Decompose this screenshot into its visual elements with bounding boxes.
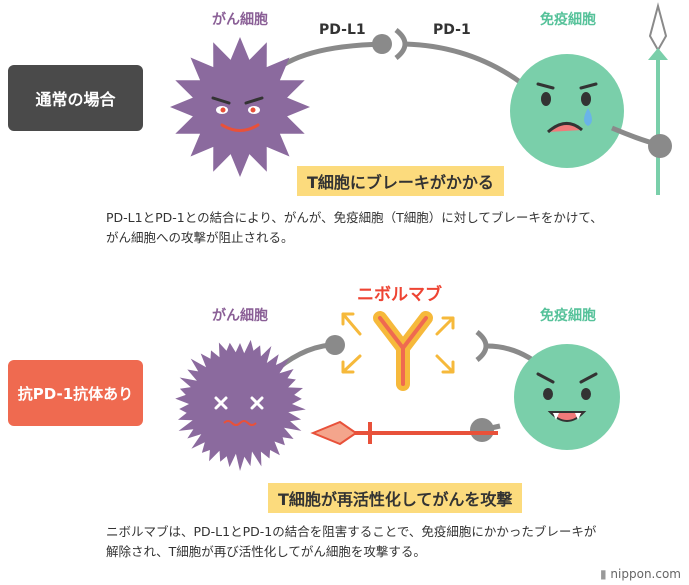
cancer-mouth-wavy	[223, 420, 257, 426]
top-description-line2: がん細胞への攻撃が阻止される。	[106, 230, 294, 245]
pd1-cup-bottom	[475, 330, 489, 362]
cancer-face-angry	[211, 96, 264, 132]
badge-normal-case: 通常の場合	[8, 65, 143, 131]
spear-top	[648, 2, 668, 195]
pdl1-ball-bottom	[325, 335, 345, 355]
cancer-cell-angry	[170, 37, 310, 177]
immune-cell-label: 免疫細胞	[540, 12, 596, 28]
reactivation-highlight: T細胞が再活性化してがんを攻撃	[268, 483, 523, 513]
pdl1-label: PD-L1	[319, 22, 366, 38]
cancer-face-defeated	[214, 396, 264, 410]
pd1-cup	[394, 28, 408, 60]
immune-hand	[648, 134, 672, 158]
bottom-description-line1: ニボルマブは、PD-L1とPD-1の結合を阻害することで、免疫細胞にかかったブレ…	[106, 524, 597, 539]
nivolumab-label: ニボルマブ	[357, 285, 442, 305]
bottom-description-line2: 解除され、T細胞が再び活性化してがん細胞を攻撃する。	[106, 544, 426, 559]
cancer-cell-label: がん細胞	[212, 12, 268, 28]
brand-logo: ▮ nippon.com	[600, 567, 681, 581]
brand-text: nippon.com	[610, 567, 681, 581]
cancer-cell-label-bottom: がん細胞	[212, 308, 268, 324]
top-description: PD-L1とPD-1との結合により、がんが、免疫細胞（T細胞）に対してブレーキを…	[106, 208, 681, 248]
pdl1-ball	[372, 34, 392, 54]
spear-bottom	[310, 420, 498, 446]
antibody	[373, 311, 433, 391]
immune-hand-bottom	[470, 418, 494, 442]
badge-anti-pd1: 抗PD-1抗体あり	[8, 360, 143, 426]
immune-cell-angry	[514, 344, 620, 450]
cancer-cell-defeated	[175, 339, 306, 471]
top-description-line1: PD-L1とPD-1との結合により、がんが、免疫細胞（T細胞）に対してブレーキを…	[106, 210, 603, 225]
immune-cell-sad	[510, 54, 624, 168]
pd1-label: PD-1	[433, 22, 471, 38]
pd1-stalk	[404, 41, 522, 85]
block-arrows	[341, 312, 455, 374]
brake-highlight: T細胞にブレーキがかかる	[297, 166, 504, 196]
bottom-description: ニボルマブは、PD-L1とPD-1の結合を阻害することで、免疫細胞にかかったブレ…	[106, 522, 681, 562]
immune-cell-label-bottom: 免疫細胞	[540, 308, 596, 324]
